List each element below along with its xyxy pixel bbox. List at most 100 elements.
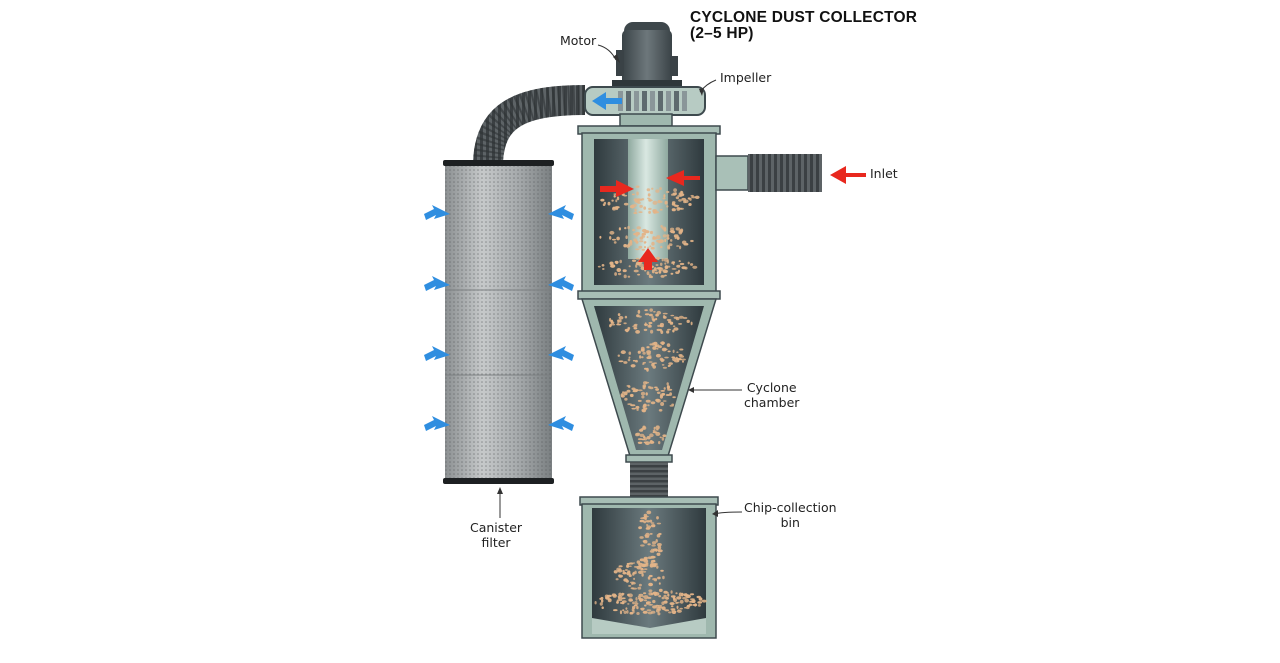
wood-chip <box>643 568 648 570</box>
wood-chip <box>646 236 649 239</box>
wood-chip <box>654 386 658 389</box>
wood-chip <box>646 436 651 440</box>
diagram-title: CYCLONE DUST COLLECTOR (2–5 HP) <box>690 10 917 42</box>
wood-chips <box>594 185 707 616</box>
wood-chip <box>610 319 614 324</box>
wood-chip <box>618 592 622 597</box>
wood-chip <box>664 274 667 277</box>
wood-chip <box>657 256 660 261</box>
wood-chip <box>621 592 624 596</box>
wood-chip <box>662 400 667 402</box>
wood-chip <box>669 602 675 606</box>
label-canister-line-2: filter <box>481 535 511 550</box>
wood-chip <box>637 438 643 441</box>
wood-chip <box>676 596 682 600</box>
label-chip-collection-bin: Chip-collection bin <box>744 500 837 530</box>
wood-chip <box>601 599 604 603</box>
wood-chip <box>653 592 657 596</box>
wood-chip <box>660 330 664 334</box>
intake-arrows <box>600 166 866 270</box>
chip-collection-bin <box>579 496 719 639</box>
wood-chip <box>594 601 597 605</box>
impeller-blade <box>650 91 655 111</box>
wood-chip <box>636 606 639 610</box>
wood-chip <box>643 592 647 595</box>
wood-chip <box>634 359 638 363</box>
wood-chip <box>599 235 602 239</box>
wood-chip <box>649 550 655 553</box>
wood-chip <box>628 351 632 355</box>
wood-chip <box>664 238 667 243</box>
wood-chip <box>644 367 648 370</box>
wood-chip <box>641 567 644 570</box>
wood-chip <box>666 237 670 240</box>
wood-chip <box>675 592 678 595</box>
wood-chip <box>672 396 676 399</box>
wood-chip <box>657 612 661 616</box>
wood-chip <box>651 524 656 528</box>
wood-chip <box>677 194 683 197</box>
wood-chip <box>644 604 647 607</box>
wood-chip <box>641 395 645 399</box>
wood-chip <box>666 234 670 238</box>
wood-chip <box>601 606 604 609</box>
wood-chip <box>662 366 668 369</box>
wood-chip <box>623 610 627 614</box>
wood-chip <box>662 434 667 438</box>
wood-chip <box>661 601 665 605</box>
wood-chip <box>637 198 641 201</box>
wood-chip <box>628 585 632 587</box>
wood-chip <box>613 195 616 198</box>
wood-chip <box>637 389 643 392</box>
wood-chip <box>641 573 644 577</box>
wood-chip <box>680 191 684 195</box>
wood-chip <box>647 246 650 249</box>
wood-chip <box>670 272 674 275</box>
wood-chip <box>632 601 635 605</box>
wood-chip <box>647 193 651 197</box>
wood-chip <box>694 195 700 199</box>
exhaust-arrows <box>424 205 574 431</box>
wood-chip <box>676 245 680 247</box>
wood-chip <box>649 519 653 523</box>
label-chip-bin-line-1: Chip-collection <box>744 500 837 515</box>
wood-chip <box>663 387 666 390</box>
wood-chip <box>641 233 644 237</box>
exhaust-arrow <box>424 276 450 291</box>
wood-chip <box>653 311 656 313</box>
wood-chip <box>674 204 679 207</box>
wood-chip <box>630 364 636 368</box>
wood-chip <box>665 596 669 600</box>
wood-chip <box>634 601 638 603</box>
wood-chip <box>615 261 618 265</box>
wood-chip <box>670 590 673 594</box>
wood-chip <box>618 574 624 578</box>
wood-chip <box>678 354 683 357</box>
wood-chip <box>649 440 653 443</box>
wood-chip <box>653 559 656 563</box>
wood-chip <box>666 190 670 194</box>
wood-chip <box>637 201 641 204</box>
wood-chip <box>656 516 659 520</box>
wood-chip <box>624 227 627 230</box>
wood-chip <box>638 583 642 587</box>
wood-chip <box>655 388 659 391</box>
wood-chip <box>647 543 651 546</box>
wood-chip <box>694 603 697 606</box>
wood-chip <box>678 315 684 319</box>
label-canister-filter: Canister filter <box>470 520 522 550</box>
wood-chip <box>652 236 656 240</box>
wood-chip <box>673 598 677 602</box>
wood-chip <box>648 589 653 592</box>
wood-chip <box>658 595 662 598</box>
impeller-blade <box>626 91 631 111</box>
wood-chip <box>656 328 661 332</box>
wood-chip <box>649 230 654 235</box>
wood-chip <box>602 268 605 270</box>
impeller-blade <box>682 91 687 111</box>
wood-chip <box>650 246 655 250</box>
wood-chip <box>662 315 666 319</box>
wood-chip <box>633 604 638 607</box>
wood-chip <box>623 244 628 248</box>
